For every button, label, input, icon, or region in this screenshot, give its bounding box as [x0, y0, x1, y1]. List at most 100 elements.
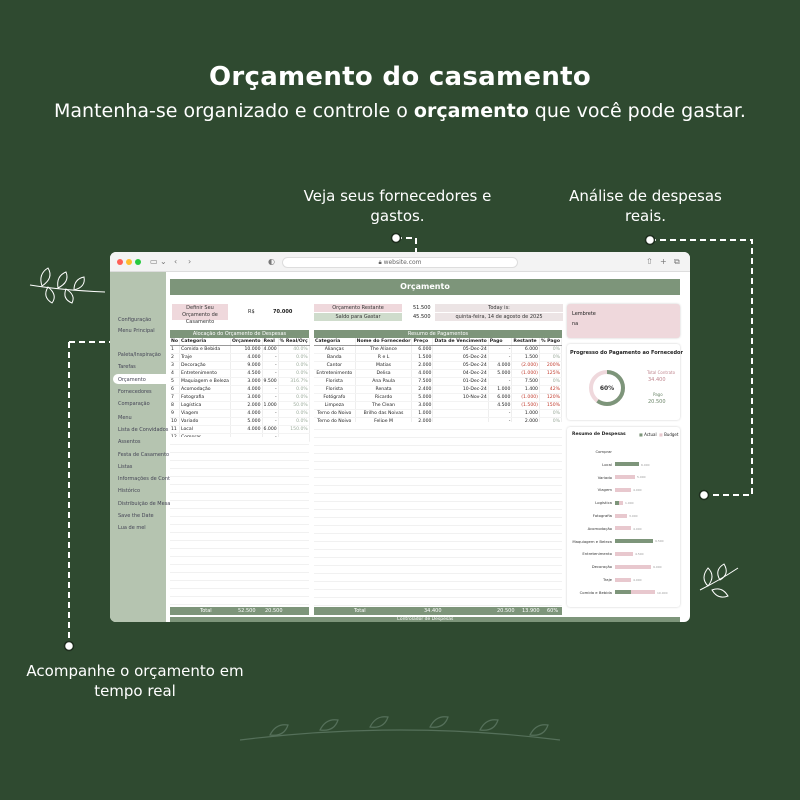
sidebar-item[interactable]: Save the Date: [118, 513, 154, 519]
payments-cell: 7.500: [411, 377, 434, 387]
leaf-sprig-right-icon: [699, 563, 739, 598]
payments-cell: 1.500: [411, 353, 434, 363]
allocation-cell: Entretenimento: [179, 369, 231, 379]
sidebar-item[interactable]: Fornecedores: [118, 389, 152, 395]
payments-cell: Ricardo: [355, 393, 413, 403]
payments-cell: Delisa: [355, 369, 413, 379]
sidebar-item[interactable]: Comparação: [118, 401, 150, 407]
allocation-cell: 4: [170, 369, 180, 379]
payments-cell: 150%: [539, 401, 563, 411]
budget-value[interactable]: 70.000: [273, 309, 293, 315]
reminder-card: Lembrete na: [567, 304, 680, 338]
allocation-cell: 8: [170, 401, 180, 411]
sidebar-item[interactable]: Informações de Contato: [118, 476, 179, 482]
allocation-cell: -: [262, 385, 279, 395]
allocation-header-cell: No: [170, 338, 180, 347]
new-tab-icon[interactable]: +: [660, 257, 667, 266]
sidebar-item[interactable]: Histórico: [118, 488, 141, 494]
payments-cell: R e L: [355, 353, 413, 363]
callout-analysis: Análise de despesas reais.: [569, 187, 722, 225]
sidebar-item[interactable]: Paleta/Inspiração: [118, 352, 161, 358]
close-dot[interactable]: [117, 259, 123, 265]
payments-cell: 125%: [539, 369, 563, 379]
leaf-sprig-left-icon: [29, 267, 106, 304]
share-icon[interactable]: ⇧: [646, 257, 653, 266]
allocation-cell: 9: [170, 409, 180, 419]
callout-realtime: Acompanhe o orçamento em tempo real: [26, 662, 244, 700]
sidebar-item[interactable]: Orçamento: [118, 377, 146, 383]
address-bar[interactable]: 🔒︎ website.com: [282, 257, 518, 268]
payments-header-cell: Pago: [488, 338, 513, 347]
allocation-cell: Local: [179, 425, 231, 435]
payments-cell: 200%: [539, 361, 563, 371]
sidebar-item[interactable]: Listas: [118, 464, 133, 470]
allocation-cell: Decoração: [179, 361, 231, 371]
sidebar-item[interactable]: Menu Principal: [118, 328, 155, 334]
page-subtitle: Mantenha-se organizado e controle o orça…: [54, 100, 746, 122]
payments-cell: 6.000: [411, 345, 434, 355]
tabs-overview-icon[interactable]: ⧉: [674, 257, 680, 266]
sidebar-item[interactable]: Lua de mel: [118, 525, 146, 531]
allocation-cell: 7: [170, 393, 180, 403]
payments-cell: 0%: [539, 409, 563, 419]
allocation-cell: 4.000: [230, 425, 263, 435]
payments-title: Resumo de Pagamentos: [314, 330, 562, 338]
payments-cell: 42%: [539, 385, 563, 395]
allocation-cell: 4.000: [262, 345, 279, 355]
sidebar-item[interactable]: Configuração: [118, 317, 152, 323]
maximize-dot[interactable]: [135, 259, 141, 265]
allocation-cell: 4.000: [230, 353, 263, 363]
allocation-cell: Traje: [179, 353, 231, 363]
expense-bar-label: Logística: [595, 500, 612, 506]
privacy-icon[interactable]: ◐: [268, 257, 275, 266]
payments-cell: (1.000): [511, 369, 540, 379]
forward-icon[interactable]: ›: [188, 257, 192, 266]
sidebar-item[interactable]: Menu: [118, 415, 132, 421]
sidebar-toggle-icon[interactable]: ▭: [150, 257, 158, 266]
sidebar-item[interactable]: Tarefas: [118, 364, 136, 370]
allocation-cell: 10: [170, 417, 180, 427]
payments-cell: 01-Dec-24: [432, 377, 489, 387]
allocation-cell: 9.500: [262, 377, 279, 387]
chevron-down-icon[interactable]: ⌄: [160, 257, 167, 266]
sidebar-item[interactable]: Assentos: [118, 439, 141, 445]
minimize-dot[interactable]: [126, 259, 132, 265]
payments-cell: 5.000: [488, 369, 513, 379]
sidebar-item[interactable]: Lista de Convidados: [118, 427, 169, 433]
allocation-cell: 1: [170, 345, 180, 355]
sidebar-item[interactable]: Distribuição de Mesas: [118, 501, 173, 507]
total-contract-label: Total Contrato: [647, 370, 676, 375]
expense-bar-label: Entretenimento: [582, 551, 612, 557]
expense-bar-label: Variado: [597, 474, 612, 480]
sidebar-item[interactable]: Festa de Casamento: [118, 452, 170, 458]
expense-bar-label: Traje: [602, 577, 612, 582]
payments-header-cell: Data de Vencimento: [432, 338, 489, 347]
allocation-cell: -: [262, 393, 279, 403]
payments-cell: 1.400: [511, 385, 540, 395]
page-title: Orçamento do casamento: [208, 62, 592, 92]
payments-cell: 4.500: [488, 401, 513, 411]
payments-cell: Brilho das Noivas: [355, 409, 413, 419]
back-icon[interactable]: ‹: [174, 257, 178, 266]
payments-cell: -: [488, 353, 513, 363]
